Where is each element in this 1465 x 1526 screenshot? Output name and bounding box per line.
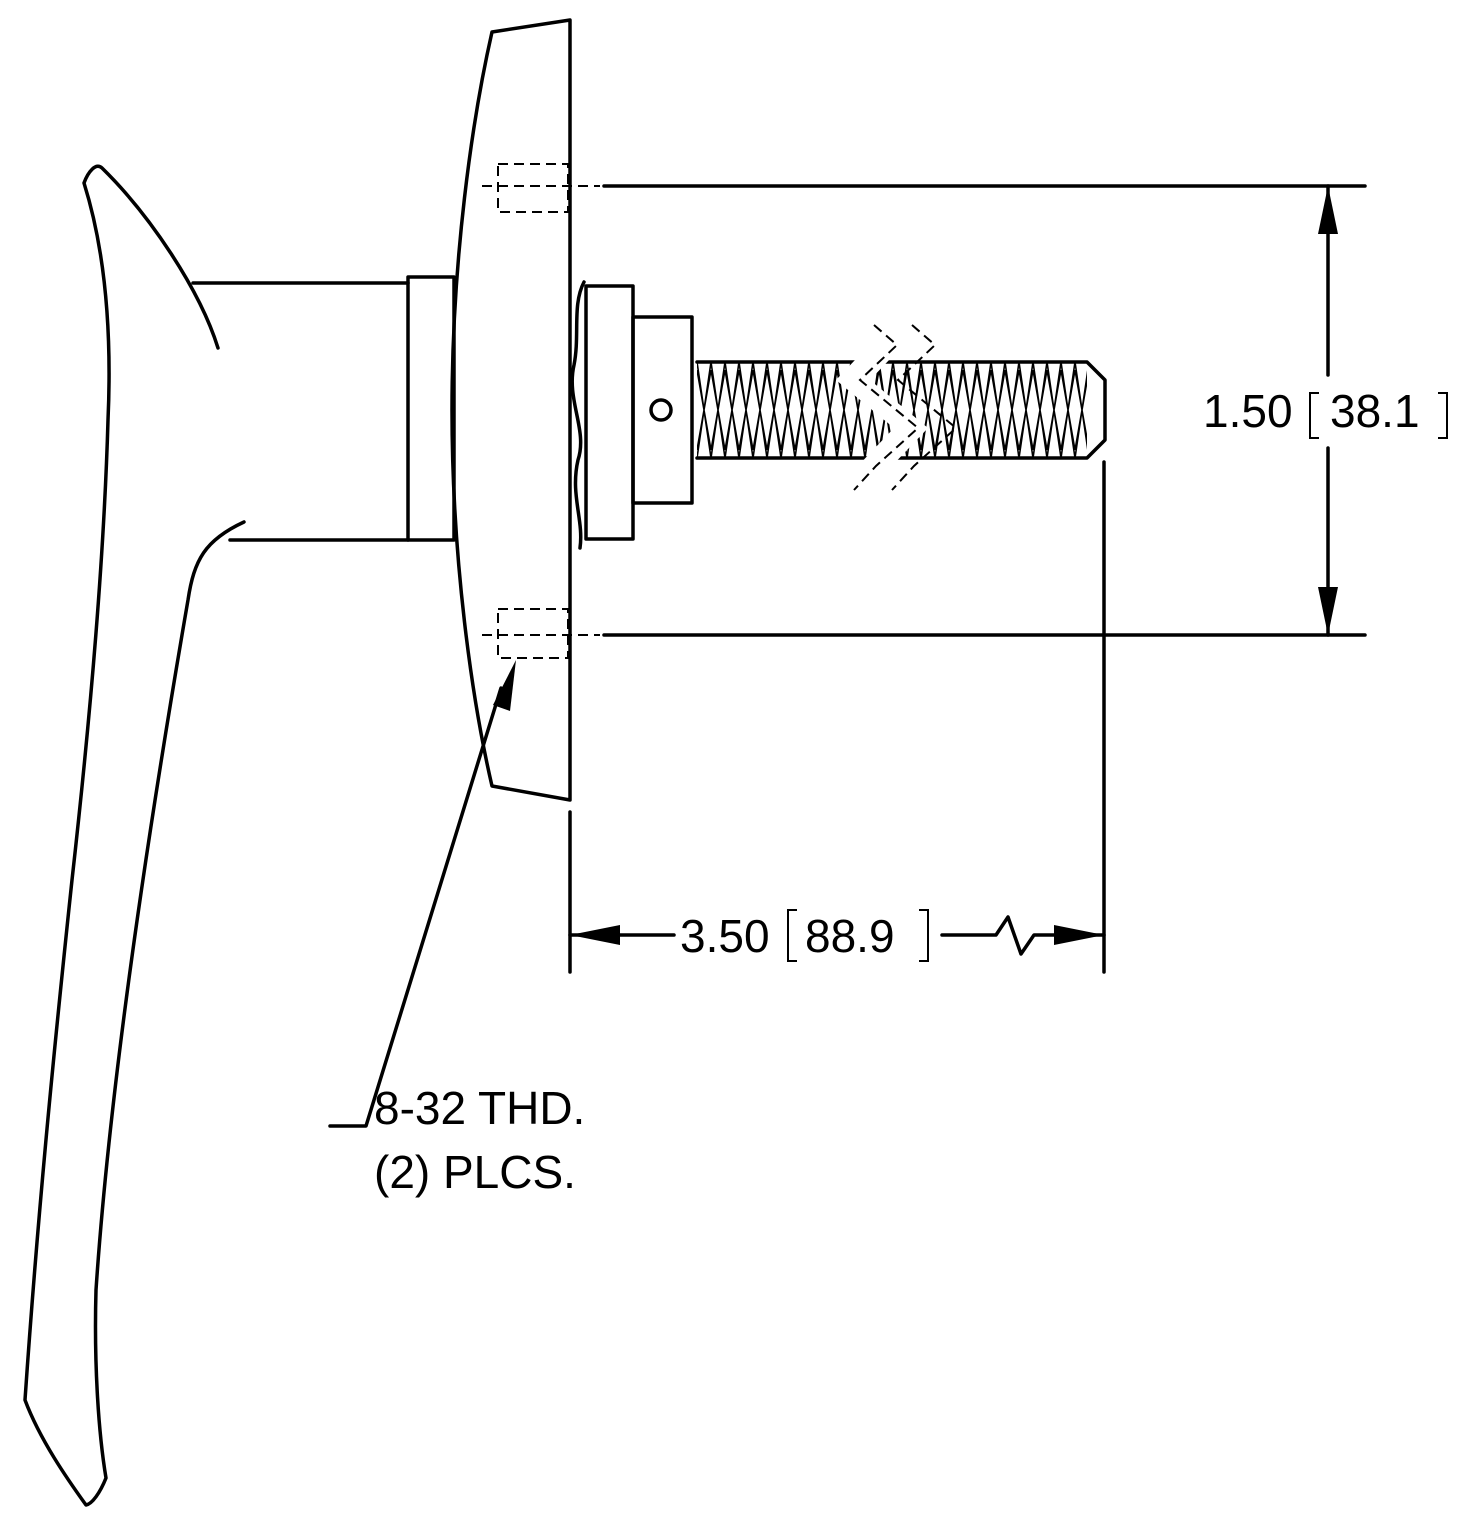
bracket-right-horizontal	[919, 909, 929, 962]
wave-washer	[570, 280, 586, 550]
leader-arrowhead	[493, 660, 516, 711]
escutcheon-plate	[450, 18, 600, 802]
plate-outline	[450, 18, 572, 802]
arrowhead-right	[1054, 925, 1104, 945]
bracket-left-vertical	[1309, 392, 1319, 439]
hub-collar	[406, 275, 456, 542]
arrowhead-up	[1318, 186, 1338, 234]
break-line-left	[853, 324, 920, 491]
shaft-outline	[695, 360, 1107, 460]
leader-line	[328, 686, 503, 1128]
callout-line-2: (2) PLCS.	[374, 1146, 576, 1198]
handle-outline	[23, 164, 246, 1507]
nut	[584, 284, 635, 541]
break-line-right	[891, 324, 958, 491]
horizontal-dimension: 3.50 88.9	[568, 460, 1106, 974]
bracket-right-vertical	[1438, 392, 1448, 439]
dim-horizontal-metric: 88.9	[805, 910, 895, 962]
dim-vertical-value: 1.50	[1203, 385, 1293, 437]
lever-handle	[23, 164, 246, 1507]
vertical-dimension: 1.50 38.1	[602, 184, 1448, 637]
bracket-left-horizontal	[787, 909, 797, 962]
thread-callout: 8-32 THD. (2) PLCS.	[328, 660, 585, 1198]
tapped-hole-top	[497, 163, 569, 213]
threaded-shaft	[695, 324, 1107, 491]
callout-line-1: 8-32 THD.	[374, 1082, 585, 1134]
arrowhead-left	[570, 925, 620, 945]
cam-body	[631, 315, 694, 505]
shaft-break-fill	[836, 340, 928, 470]
tapped-hole-bottom	[497, 608, 569, 659]
dim-horizontal-value: 3.50	[680, 910, 770, 962]
pin-hole	[649, 398, 673, 422]
arrowhead-down	[1318, 587, 1338, 635]
hub	[191, 275, 456, 542]
dim-vertical-metric: 38.1	[1330, 385, 1420, 437]
